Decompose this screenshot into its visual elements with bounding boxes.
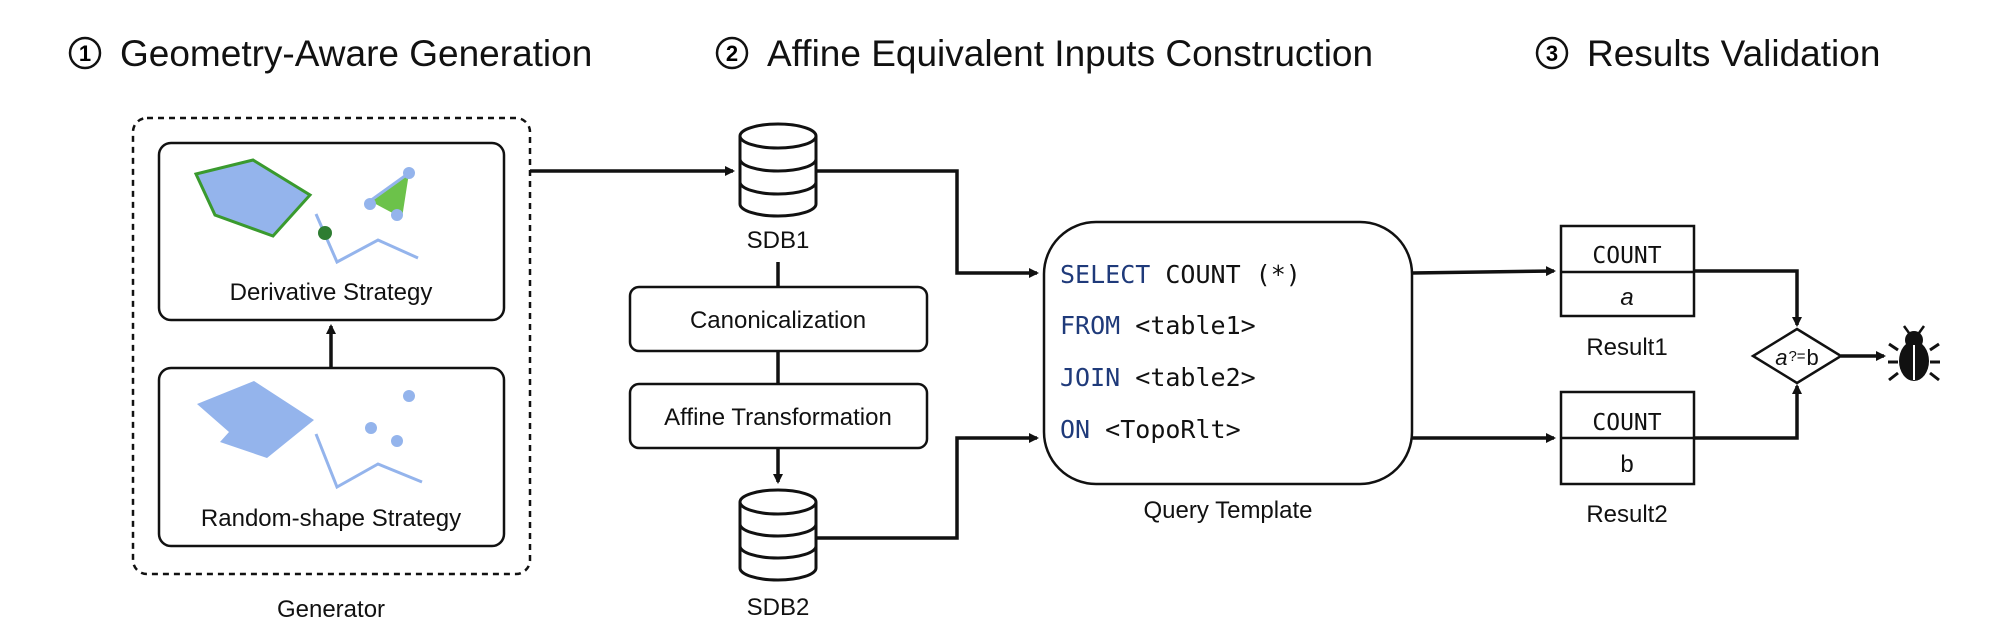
decision-shape: [1750, 327, 1844, 385]
random-strategy-box: Random-shape Strategy: [157, 366, 506, 548]
comparison-left: a: [1775, 345, 1787, 370]
section-title: Geometry-Aware Generation: [120, 33, 592, 74]
arrow-query-to-result1: [1411, 266, 1556, 277]
arrow-result1-to-compare: [1694, 269, 1802, 327]
sdb1-label: SDB1: [747, 227, 810, 254]
random-strategy-label: Random-shape Strategy: [201, 505, 461, 532]
bug-icon: [1888, 325, 1940, 382]
result1-caption: Result1: [1586, 334, 1667, 361]
derived-point-icon: [318, 226, 332, 240]
canonicalization-label: Canonicalization: [690, 307, 866, 334]
triangle-edge: [369, 171, 410, 203]
linestring-shape-icon: [314, 433, 423, 490]
generator: Generator Derivative Strategy Random-sha…: [131, 116, 532, 623]
section-title: Results Validation: [1587, 33, 1880, 74]
derivative-strategy-label: Derivative Strategy: [230, 279, 433, 306]
arrow-result2-to-compare: [1694, 384, 1802, 440]
step-number-circle: [1535, 36, 1569, 70]
point-icon: [365, 422, 377, 434]
result2-caption: Result2: [1586, 501, 1667, 528]
triangle-shape-icon: [370, 173, 409, 218]
query-line-join: JOIN <table2>: [1060, 363, 1256, 392]
query-line-on: ON <TopoRlt>: [1060, 415, 1241, 444]
sdb1: SDB1: [738, 122, 818, 254]
query-line-from: FROM <table1>: [1060, 311, 1256, 340]
sql-clause: <table1>: [1120, 311, 1255, 340]
sql-clause: <TopoRlt>: [1090, 415, 1241, 444]
arrow-sdb1-to-query: [816, 169, 1039, 278]
sql-keyword: SELECT: [1060, 260, 1150, 289]
step-number-circle: [68, 36, 102, 70]
result2-value: b: [1620, 451, 1633, 478]
affine-transformation-step: Affine Transformation: [628, 382, 929, 450]
step-number-circle: [715, 36, 749, 70]
derivative-strategy-box: Derivative Strategy: [157, 141, 506, 322]
generator-label: Generator: [277, 596, 385, 623]
canonicalization-step: Canonicalization: [628, 285, 929, 353]
polygon-shape-icon: [193, 158, 313, 238]
point-icon: [364, 198, 376, 210]
sql-clause: <table2>: [1120, 363, 1255, 392]
result1-header: COUNT: [1592, 243, 1661, 269]
database-icon: [738, 122, 818, 218]
database-icon: [738, 488, 818, 582]
comparison-right: b: [1807, 345, 1819, 370]
heading-3: 3 Results Validation: [1535, 33, 1880, 74]
heading-1: 1 Geometry-Aware Generation: [68, 33, 592, 74]
query-line-select: SELECT COUNT (*): [1060, 260, 1301, 289]
query-template-frame: [1042, 220, 1414, 486]
sql-keyword: ON: [1060, 415, 1090, 444]
point-icon: [403, 390, 415, 402]
result2: COUNT b Result2: [1559, 390, 1696, 528]
section-title: Affine Equivalent Inputs Construction: [767, 33, 1373, 74]
sql-clause: COUNT (*): [1150, 260, 1301, 289]
sdb2-label: SDB2: [747, 594, 810, 621]
generator-container: [131, 116, 532, 576]
comparison-diamond: a?=b: [1750, 327, 1844, 385]
comparison-expression: a?=b: [1775, 345, 1819, 370]
polygon-shape-icon: [197, 381, 314, 458]
query-template: SELECT COUNT (*) FROM <table1> JOIN <tab…: [1042, 220, 1414, 524]
result2-header: COUNT: [1592, 410, 1661, 436]
step-number: 3: [1546, 41, 1558, 66]
sql-keyword: FROM: [1060, 311, 1120, 340]
sdb2: SDB2: [738, 488, 818, 621]
query-template-caption: Query Template: [1144, 497, 1313, 524]
step-number: 1: [79, 41, 91, 66]
point-icon: [391, 435, 403, 447]
point-icon: [403, 167, 415, 179]
sql-keyword: JOIN: [1060, 363, 1120, 392]
step-number: 2: [726, 41, 738, 66]
point-icon: [391, 209, 403, 221]
affine-transformation-label: Affine Transformation: [664, 404, 892, 431]
arrow-sdb2-to-query: [816, 433, 1039, 540]
result1: COUNT a Result1: [1559, 224, 1696, 361]
result1-value: a: [1620, 284, 1633, 311]
heading-2: 2 Affine Equivalent Inputs Construction: [715, 33, 1373, 74]
comparison-operator: ?=: [1788, 348, 1805, 365]
